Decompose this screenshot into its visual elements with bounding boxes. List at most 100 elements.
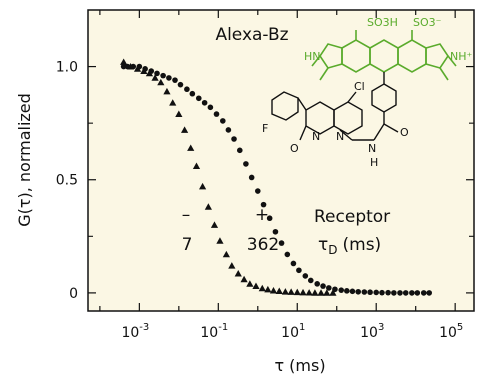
- data-point-circle: [272, 228, 279, 235]
- data-point-triangle: [258, 284, 266, 292]
- data-point-circle: [290, 260, 297, 267]
- data-point-circle: [409, 290, 415, 296]
- data-point-triangle: [234, 270, 242, 277]
- ring-fluorophenyl: [271, 91, 299, 121]
- label-n-amide: N: [368, 142, 376, 155]
- data-point-circle: [148, 68, 155, 74]
- data-point-triangle: [281, 288, 289, 295]
- data-point-circle: [136, 63, 143, 70]
- x-axis-ticks: 10-3 10-1 101 103 105: [99, 10, 463, 341]
- x-tick-label: 101: [281, 322, 305, 341]
- data-point-circle: [349, 288, 356, 295]
- ring-pyrrole-right: [425, 43, 449, 69]
- tau-d-value-minus: 7: [182, 235, 193, 255]
- data-point-triangle: [317, 289, 325, 296]
- data-point-circle: [402, 290, 409, 296]
- data-point-circle: [243, 161, 249, 167]
- y-tick-label: 0.5: [56, 173, 78, 189]
- data-point-triangle: [305, 289, 313, 296]
- data-point-triangle: [181, 126, 189, 133]
- data-point-triangle: [169, 99, 177, 106]
- alexa-bz-structure: SO3H SO3⁻ HN NH⁺ Cl F O N N N O H: [262, 16, 473, 169]
- data-point-circle: [266, 215, 273, 222]
- bond-carbonyl: [299, 125, 307, 141]
- label-o-amide: O: [400, 126, 409, 139]
- data-point-circle: [426, 290, 433, 296]
- data-point-circle: [391, 290, 397, 296]
- data-point-circle: [397, 290, 403, 296]
- label-cl: Cl: [354, 80, 365, 93]
- x-tick-label: 10-3: [121, 322, 149, 341]
- y-axis-ticks: 00.51.0: [56, 60, 474, 302]
- bond-methyl-right: [447, 55, 457, 67]
- data-point-circle: [177, 81, 184, 88]
- tau-d-unit-label: τD (ms): [318, 235, 381, 257]
- data-point-triangle: [240, 275, 248, 283]
- green-dye-core: [311, 30, 457, 81]
- minus-annotation: –: [182, 205, 191, 225]
- data-point-circle: [367, 289, 373, 296]
- plus-annotation: +: [255, 205, 269, 225]
- tau-d-value-plus: 362: [247, 235, 279, 255]
- data-point-triangle: [246, 280, 254, 287]
- data-point-circle: [420, 290, 427, 296]
- data-point-circle: [236, 147, 243, 154]
- black-linker: [271, 72, 399, 141]
- label-n-ring1: N: [312, 130, 320, 143]
- data-point-triangle: [299, 288, 307, 296]
- x-tick-label: 10-1: [200, 322, 228, 341]
- data-point-circle: [154, 70, 160, 77]
- data-point-triangle: [329, 289, 337, 296]
- data-point-circle: [201, 99, 208, 106]
- data-point-circle: [189, 90, 196, 97]
- plot-background: [88, 10, 474, 311]
- x-tick-label: 103: [360, 322, 384, 341]
- data-point-triangle: [187, 144, 195, 151]
- tau-d-symbol: τ: [318, 235, 328, 255]
- bond-methyl-left: [311, 55, 321, 67]
- data-point-triangle: [269, 287, 278, 294]
- data-point-circle: [284, 251, 291, 258]
- data-point-circle: [166, 75, 172, 81]
- data-point-circle: [302, 273, 309, 279]
- plot-frame: [87, 9, 475, 312]
- data-point-circle: [414, 290, 421, 296]
- y-axis-title: G(τ), normalized: [15, 93, 34, 227]
- bond-cl: [347, 91, 357, 103]
- data-point-circle: [231, 136, 237, 142]
- bond-fluorophenyl: [297, 97, 307, 111]
- data-point-circle: [338, 287, 345, 293]
- data-point-circle: [355, 288, 362, 295]
- x-tick-label: 105: [439, 322, 463, 341]
- bond-methyl-right2: [439, 67, 449, 81]
- data-point-triangle: [311, 289, 319, 296]
- data-point-circle: [307, 277, 314, 284]
- data-point-triangle: [175, 110, 183, 117]
- data-point-circle: [254, 188, 261, 194]
- data-point-circle: [373, 289, 380, 296]
- data-point-triangle: [120, 58, 128, 65]
- ring-pyrrole-left: [319, 43, 343, 69]
- data-point-circle: [172, 77, 178, 83]
- label-nh-plus: NH⁺: [450, 50, 473, 63]
- data-point-triangle: [216, 237, 224, 244]
- data-point-triangle: [151, 74, 159, 81]
- data-point-circle: [120, 63, 127, 70]
- data-point-circle: [314, 281, 321, 287]
- data-point-circle: [130, 63, 137, 70]
- label-so3: SO3⁻: [413, 16, 442, 29]
- tau-d-subscript: D: [328, 243, 337, 257]
- data-point-circle: [160, 72, 166, 79]
- bond-ethyl-2: [339, 129, 353, 141]
- data-point-circle: [361, 289, 368, 295]
- data-point-triangle: [192, 162, 201, 170]
- receptor-label: Receptor: [314, 207, 390, 227]
- label-n-ring2: N: [336, 130, 344, 143]
- data-point-circle: [220, 118, 226, 124]
- data-point-circle: [184, 86, 190, 93]
- data-point-triangle: [323, 289, 331, 296]
- label-so3h: SO3H: [367, 16, 398, 29]
- label-h-amide: H: [370, 156, 378, 169]
- tau-d-unit: (ms): [343, 235, 382, 255]
